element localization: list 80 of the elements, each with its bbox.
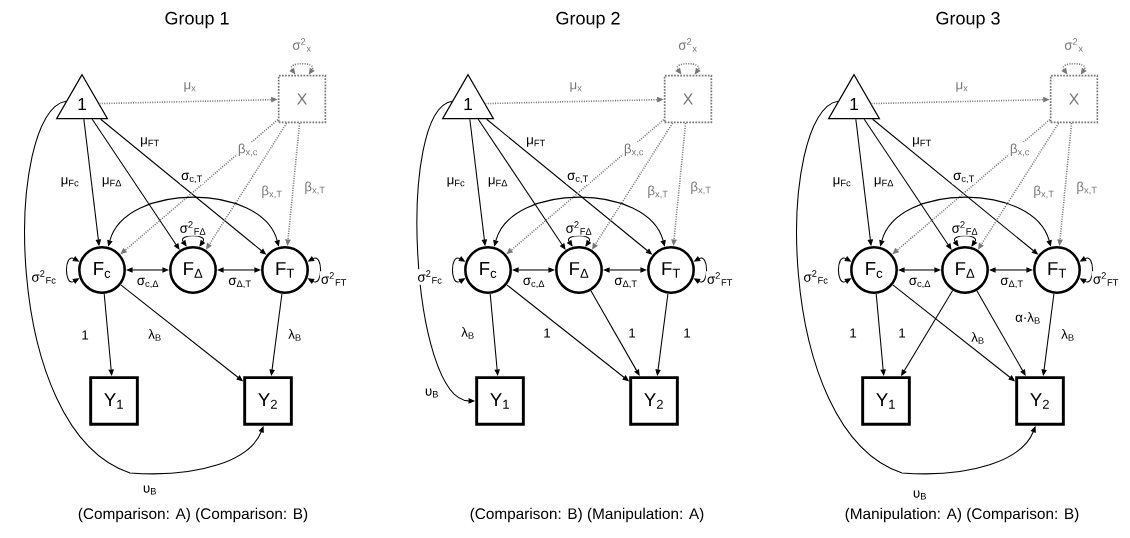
arrow: [217, 267, 261, 273]
edge-label: β$_{x,T}$: [1032, 184, 1056, 200]
caption: (Manipulation: A) (Comparison: B): [845, 507, 1079, 523]
observed-box: Y$_{2}$: [243, 376, 293, 426]
edge-label: 1: [682, 327, 692, 339]
edge-label: σ$^{2}$Fc: [802, 269, 830, 285]
edge-label: σ$_{c,Δ}$: [521, 276, 547, 290]
arrow: [989, 267, 1033, 273]
edge-label: σ$^{2}$x: [677, 37, 699, 53]
edge-label: σ$^{2}$Fc: [416, 269, 444, 285]
observed-box: Y$_{1}$: [861, 376, 911, 426]
caption: (Comparison: A) (Comparison: B): [78, 507, 308, 523]
edge-label: σ$_{Δ,T}$: [227, 276, 253, 290]
arrow: [512, 267, 555, 273]
observed-box: Y$_{1}$: [89, 376, 139, 426]
edge-label: λ$_{B}$: [460, 326, 476, 340]
edge-label: 1: [897, 327, 907, 339]
observed-box: X: [277, 74, 327, 124]
arrow: [898, 267, 941, 273]
edge-label: β$_{x,T}$: [260, 184, 284, 200]
observed-box: X: [1049, 74, 1099, 124]
edge-label: σ$_{c,T}$: [566, 171, 590, 185]
caption: (Comparison: B) (Manipulation: A): [470, 507, 704, 523]
edge-label: β$_{x,T}$: [1075, 180, 1099, 196]
edge-label: μ$_{FΔ}$: [486, 176, 510, 188]
edge-label: σ$^{2}$FΔ: [950, 220, 980, 236]
group-title: Group 3: [936, 11, 1000, 29]
edge-label: σ$^{2}$FT: [1091, 271, 1121, 287]
edge-label: λ$_{B}$: [147, 328, 163, 342]
edge-label: β$_{x,T}$: [303, 180, 327, 196]
edge-label: 1: [848, 327, 858, 339]
group-title: Group 2: [556, 11, 620, 29]
edge-label: β$_{x,T}$: [689, 180, 713, 196]
edge-label: σ$_{c,Δ}$: [135, 276, 161, 290]
group-title: Group 1: [165, 11, 229, 29]
arrow: [126, 267, 169, 273]
observed-box: Y$_{1}$: [475, 376, 525, 426]
edge-label: σ$_{c,Δ}$: [907, 276, 933, 290]
edge-label: μ$_{x}$: [568, 81, 584, 93]
edge-label: μ$_{Fc}$: [445, 176, 467, 188]
edge-label: λ$_{B}$: [970, 331, 986, 345]
edge-label: 1: [80, 329, 90, 341]
edge-label: β$_{x,c}$: [622, 142, 646, 158]
edge-label: σ$_{c,T}$: [952, 171, 976, 185]
edge-label: μ$_{x}$: [182, 81, 198, 93]
edge-label: μ$_{FT}$: [525, 136, 547, 148]
edge-label: μ$_{x}$: [954, 81, 970, 93]
edge-label: μ$_{FΔ}$: [100, 176, 124, 188]
edge-label: λ$_{B}$: [1060, 328, 1076, 342]
edge-label: υ$_{B}$: [911, 489, 929, 501]
arrow: [603, 267, 647, 273]
edge-label: σ$^{2}$FT: [705, 271, 735, 287]
curved-arrow: [24, 100, 264, 475]
observed-box: X: [663, 74, 713, 124]
edge-label: σ$^{2}$FT: [319, 271, 349, 287]
edge-label: σ$_{Δ,T}$: [999, 276, 1025, 290]
edge-label: υ$_{B}$: [423, 387, 441, 399]
edge-label: σ$^{2}$FΔ: [564, 220, 594, 236]
edge-label: μ$_{Fc}$: [59, 176, 81, 188]
edge-label: 1: [627, 327, 637, 339]
edge-label: μ$_{FΔ}$: [872, 176, 896, 188]
edge-label: σ$_{Δ,T}$: [613, 276, 639, 290]
edge-label: υ$_{B}$: [141, 484, 159, 496]
curved-arrow: [796, 100, 1036, 475]
observed-box: Y$_{2}$: [1015, 376, 1065, 426]
edge-label: β$_{x,c}$: [1008, 142, 1032, 158]
edge-label: σ$^{2}$x: [291, 37, 313, 53]
edge-label: 1: [542, 327, 552, 339]
edge-label: σ$^{2}$FΔ: [178, 220, 208, 236]
edge-label: σ$^{2}$x: [1063, 37, 1085, 53]
edge-label: β$_{x,T}$: [646, 184, 670, 200]
edge-label: μ$_{FT}$: [911, 136, 933, 148]
edge-label: μ$_{FT}$: [139, 136, 161, 148]
edge-label: σ$^{2}$Fc: [30, 269, 58, 285]
edge-label: β$_{x,c}$: [236, 142, 260, 158]
edge-label: μ$_{Fc}$: [831, 176, 853, 188]
edge-label: σ$_{c,T}$: [180, 171, 204, 185]
edge-label: α·λ$_{B}$: [1014, 311, 1042, 325]
edge-label: λ$_{B}$: [287, 328, 303, 342]
observed-box: Y$_{2}$: [629, 376, 679, 426]
